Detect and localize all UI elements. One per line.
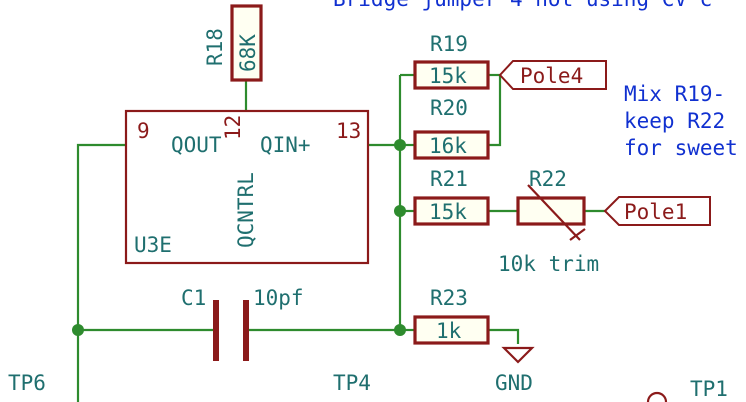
trimmer-r22[interactable]: R22 10k trim <box>498 167 599 276</box>
r22-adjust-arrow-head <box>569 228 586 241</box>
tp6-label: TP6 <box>8 371 46 395</box>
r20-body <box>413 130 490 160</box>
tp4-label: TP4 <box>333 371 371 395</box>
pole4-shape <box>498 60 607 90</box>
r21-value: 15k <box>429 200 467 224</box>
u3e-body <box>124 109 370 265</box>
pole1-text: Pole1 <box>624 200 687 224</box>
u3e-pin-qcntrl-name: QCNTRL <box>234 172 258 248</box>
tp1-label: TP1 <box>690 377 728 401</box>
gnd-triangle <box>501 346 535 364</box>
gnd-label: GND <box>495 371 533 395</box>
r23-ref: R23 <box>430 286 468 310</box>
r21-body <box>413 196 490 226</box>
resistor-r21[interactable]: R21 15k <box>413 167 490 226</box>
r18-value: 68K <box>236 34 260 72</box>
r19-ref: R19 <box>430 32 468 56</box>
capacitor-c1[interactable]: C1 10pf <box>181 286 304 361</box>
u3e-ref: U3E <box>134 233 172 257</box>
pole4-text: Pole4 <box>520 64 583 88</box>
r22-ref: R22 <box>529 167 567 191</box>
resistor-r20[interactable]: R20 16k <box>413 96 490 160</box>
tp1-circle <box>646 391 668 402</box>
u3e-pin12-number: 12 <box>221 115 245 140</box>
r19-body <box>413 60 490 90</box>
junction-dot <box>394 324 406 336</box>
opamp-u3e[interactable]: 9 QOUT 13 QIN+ 12 QCNTRL U3E <box>124 109 370 265</box>
resistor-r23[interactable]: R23 1k <box>413 286 490 345</box>
r23-body <box>413 315 490 345</box>
r21-ref: R21 <box>430 167 468 191</box>
r23-value: 1k <box>436 319 462 343</box>
r20-ref: R20 <box>430 96 468 120</box>
c1-value: 10pf <box>253 286 304 310</box>
u3e-pin13-number: 13 <box>336 119 361 143</box>
resistor-r19[interactable]: R19 15k <box>413 32 490 90</box>
testpoint-tp1[interactable]: TP1 <box>646 377 728 402</box>
r18-ref: R18 <box>203 28 227 66</box>
r22-value: 10k trim <box>498 252 599 276</box>
label-pole1[interactable]: Pole1 <box>603 196 711 226</box>
r18-body <box>230 4 263 82</box>
note-line2: keep R22 <box>624 109 725 133</box>
c1-ref: C1 <box>181 286 206 310</box>
note-line3: for sweet <box>624 136 738 160</box>
r22-adjust-arrow <box>527 184 581 241</box>
note-line1: Mix R19- <box>624 82 725 106</box>
note-top: Bridge jumper 4 not using CV c <box>333 0 712 11</box>
label-pole4[interactable]: Pole4 <box>498 60 607 90</box>
u3e-pin-qin-name: QIN+ <box>260 133 311 157</box>
u3e-pin9-number: 9 <box>137 119 150 143</box>
junction-dot <box>394 139 406 151</box>
junction-dot <box>394 205 406 217</box>
u3e-pin-qout-name: QOUT <box>171 133 222 157</box>
wire-qout-left <box>76 143 126 402</box>
r20-value: 16k <box>429 134 467 158</box>
gnd-symbol[interactable]: GND <box>495 346 535 395</box>
wire-r20-right <box>488 75 502 147</box>
r22-body <box>516 196 586 226</box>
wire-r23-gnd <box>488 328 520 344</box>
pole1-shape <box>603 196 711 226</box>
resistor-r18[interactable]: 68K R18 <box>203 4 263 82</box>
r19-value: 15k <box>429 64 467 88</box>
junction-dot <box>72 324 84 336</box>
